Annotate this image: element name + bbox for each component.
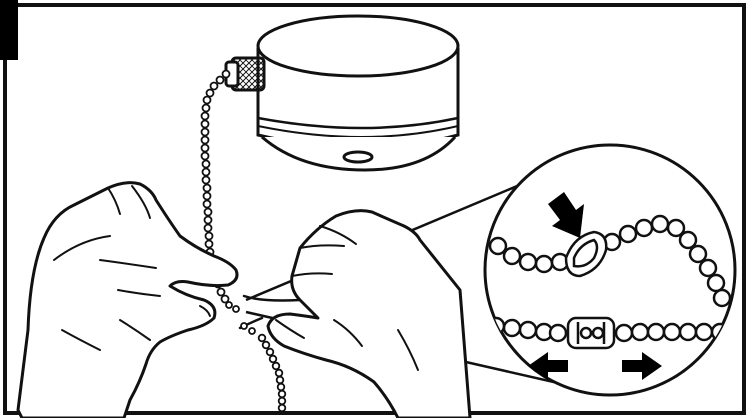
corner-tab	[0, 0, 18, 60]
magnifier-callout	[485, 145, 735, 395]
open-chain-connector	[568, 318, 614, 348]
